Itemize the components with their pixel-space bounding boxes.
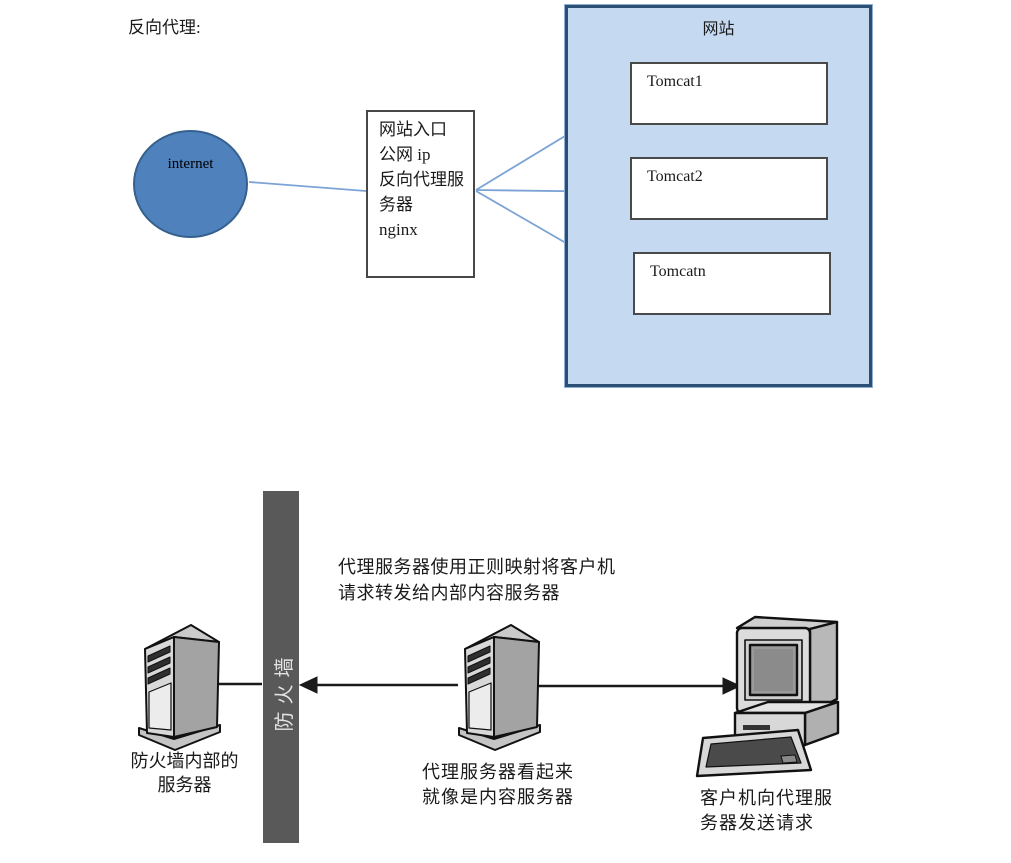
proxy-mapping-note: 代理服务器使用正则映射将客户机 请求转发给内部内容服务器 [338,557,616,603]
connector-internet-to-proxy [248,181,367,192]
tomcat1-node: Tomcat1 [630,62,828,125]
keyboard-keys [705,736,802,768]
proxy-server-caption: 代理服务器看起来 就像是内容服务器 [422,762,574,807]
keyboard-key-block [780,754,798,764]
internet-node: internet [133,130,248,238]
nginx-proxy-node: 网站入口 公网 ip 反向代理服 务器 nginx [366,110,475,278]
monitor-screen-shade [754,649,793,691]
internal-server-icon [138,624,221,751]
internal-server-caption: 防火墙内部的 服务器 [130,751,239,795]
proxy-server-icon [458,624,541,751]
tomcatn-node: Tomcatn [633,252,831,315]
arrowhead-left-icon [298,676,318,694]
desktop-computer-icon [695,615,840,778]
page-title: 反向代理: [128,18,201,37]
internet-label: internet [167,156,214,172]
firewall-proxy-diagram [138,491,840,843]
client-caption: 客户机向代理服 务器发送请求 [700,788,833,833]
firewall-label: 防火墙 [274,650,296,732]
arrowhead-right-icon [722,677,742,695]
monitor-side-face [808,620,839,715]
website-group-title: 网站 [702,21,735,38]
base-slot [743,725,770,730]
tomcat2-node: Tomcat2 [630,157,828,220]
firewall-wall [263,491,299,843]
